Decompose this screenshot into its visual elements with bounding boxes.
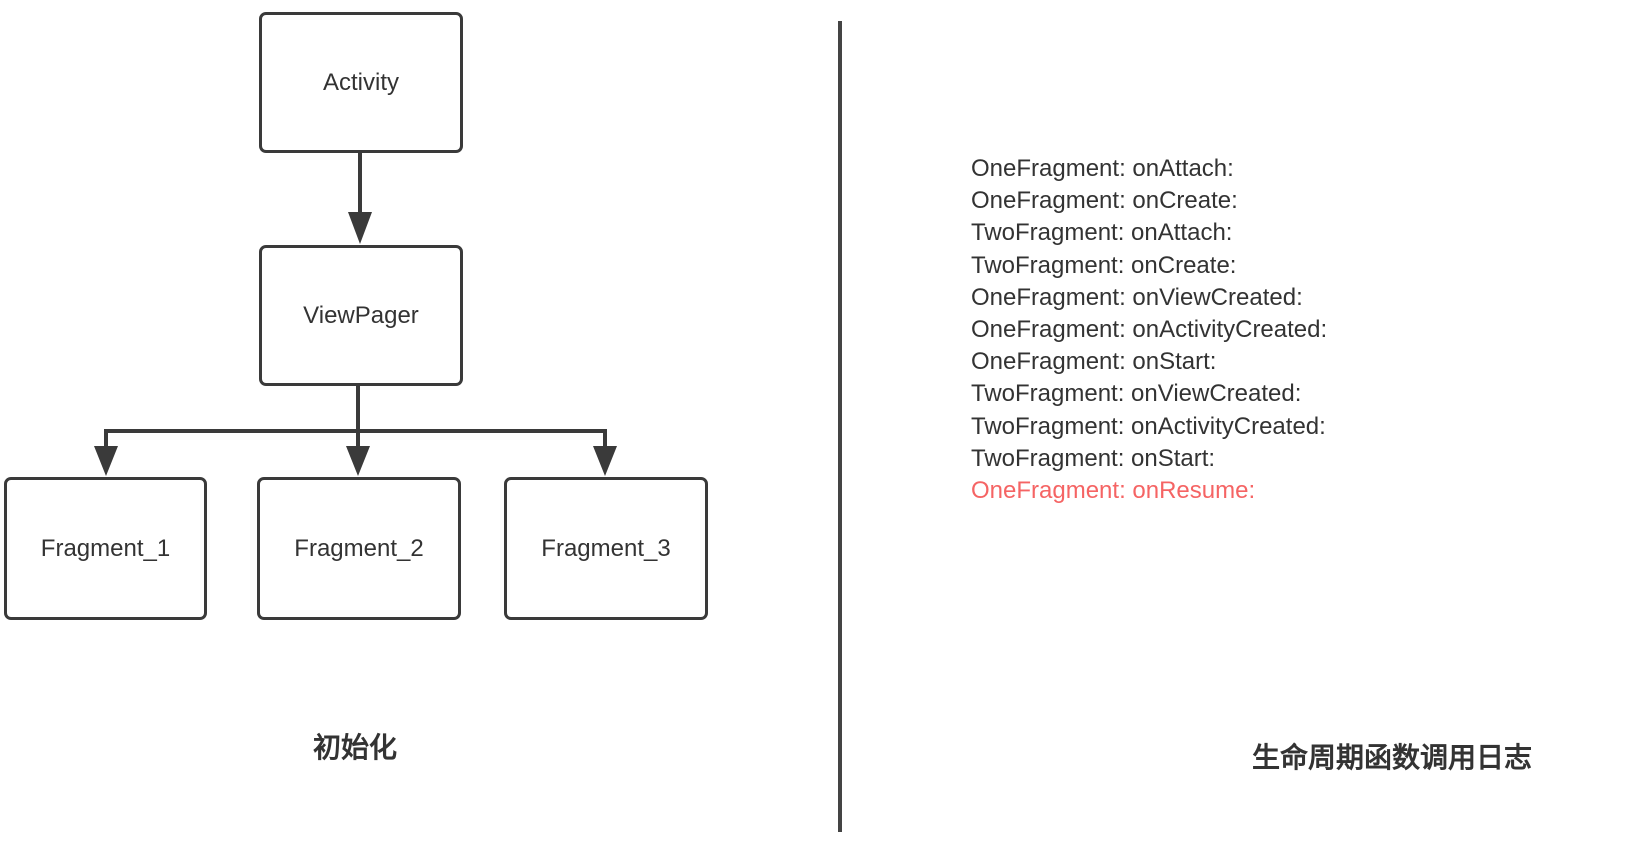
diagram-caption: 初始化 [312,731,398,764]
arrowhead [346,446,370,476]
divider [838,21,842,832]
log-line: TwoFragment: onViewCreated: [971,380,1302,408]
node-fragment-2: Fragment_2 [257,477,461,620]
log-line-highlighted: OneFragment: onResume: [971,477,1256,505]
log-line: OneFragment: onCreate: [971,187,1238,215]
node-fragment-3: Fragment_3 [504,477,708,620]
log-line: OneFragment: onViewCreated: [971,283,1303,311]
log-line: OneFragment: onAttach: [971,155,1234,182]
arrowhead [94,446,118,476]
lifecycle-log: OneFragment: onAttach: OneFragment: onCr… [971,153,1327,507]
log-line: TwoFragment: onActivityCreated: [971,412,1326,440]
log-caption: 生命周期函数调用日志 [1251,741,1533,774]
node-activity: Activity [259,12,463,153]
node-label: Fragment_1 [40,534,171,562]
log-line: TwoFragment: onCreate: [971,251,1237,279]
node-label: Fragment_3 [541,534,671,562]
node-fragment-1: Fragment_1 [4,477,207,620]
node-label: Fragment_2 [294,534,424,562]
log-line: TwoFragment: onStart: [971,444,1216,472]
arrowhead [593,446,617,476]
log-line: TwoFragment: onAttach: [971,219,1233,247]
log-line: OneFragment: onStart: [971,348,1217,376]
arrowhead [348,212,372,244]
edge-viewpager-branches [104,429,607,448]
log-line: OneFragment: onActivityCreated: [971,316,1328,344]
node-label: ViewPager [303,301,419,329]
node-label: Activity [322,68,399,96]
node-viewpager: ViewPager [259,245,463,386]
